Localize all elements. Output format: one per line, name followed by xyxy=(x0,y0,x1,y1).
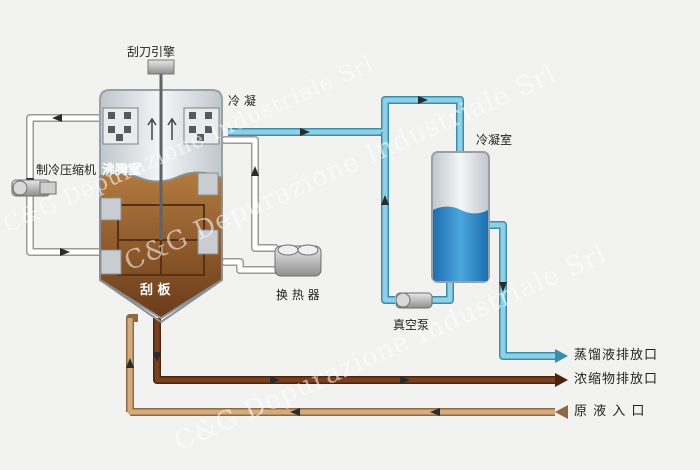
vacuum-pump-label: 真空泵 xyxy=(393,318,430,332)
heat-exchanger-icon xyxy=(274,244,322,277)
condenser-top-label: 冷 凝 xyxy=(228,94,256,108)
feed-inlet-label: 原 液 入 口 xyxy=(574,404,646,419)
heat-exchanger-label: 换 热 器 xyxy=(276,288,320,302)
distillate-outlet-label: 蒸馏液排放口 xyxy=(574,348,659,363)
vacuum-pump-icon xyxy=(395,292,433,309)
scraper-label: 刮 板 xyxy=(140,283,171,298)
compressor-icon xyxy=(11,179,57,197)
evaporator-vessel xyxy=(99,59,223,324)
boiling-chamber-label: 沸腾室 xyxy=(102,163,142,178)
scraper-drive-label: 刮刀引擎 xyxy=(127,45,176,59)
compressor-label: 制冷压缩机 xyxy=(36,163,97,177)
concentrate-outlet-label: 浓缩物排放口 xyxy=(574,372,659,387)
outlet-arrows xyxy=(555,349,568,419)
condenser-tank xyxy=(431,151,490,283)
condenser-chamber-label: 冷凝室 xyxy=(476,133,513,147)
product-pipes xyxy=(126,314,555,416)
